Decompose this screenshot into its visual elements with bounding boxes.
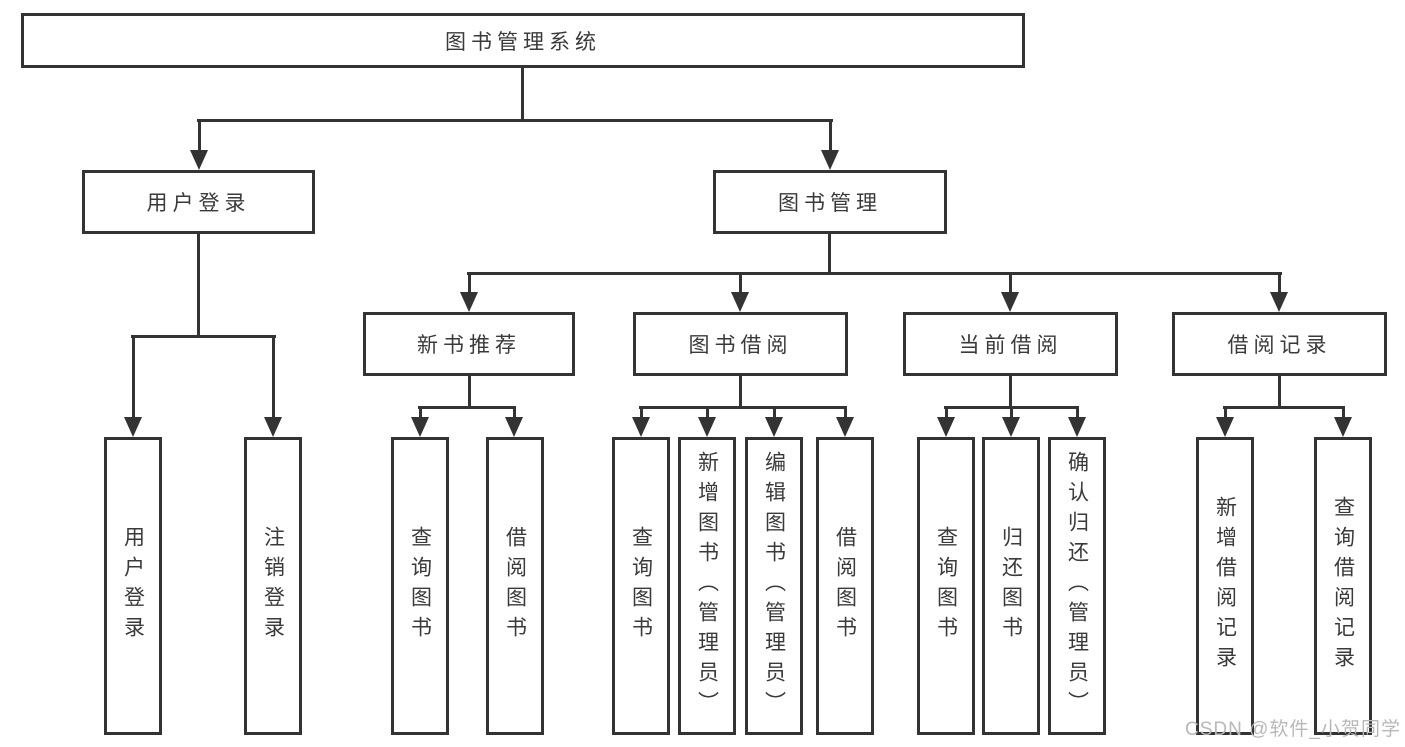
connector-rail-book-borrow — [639, 406, 847, 409]
arrowhead-down-icon — [836, 417, 854, 437]
arrowhead-down-icon — [460, 292, 478, 312]
leaf-query-books-3: 查询图书 — [917, 437, 975, 735]
leaf-logout-label: 注销登录 — [261, 526, 285, 646]
leaf-add-book-admin: 新增图书（管理员） — [678, 437, 736, 735]
connector-arrow-line — [640, 406, 643, 417]
connector-stub-book-management — [828, 234, 831, 275]
connector-arrow-line — [1010, 406, 1013, 417]
connector-arrow-line — [1342, 406, 1345, 417]
node-current-borrow-label: 当前借阅 — [958, 334, 1063, 357]
arrowhead-down-icon — [124, 417, 142, 437]
connector-arrow-line — [1278, 272, 1281, 292]
arrowhead-down-icon — [937, 417, 955, 437]
arrowhead-down-icon — [190, 150, 208, 170]
arrowhead-down-icon — [1001, 292, 1019, 312]
arrowhead-down-icon — [765, 417, 783, 437]
leaf-query-borrow-record-label: 查询借阅记录 — [1331, 496, 1355, 676]
node-borrow-records: 借阅记录 — [1172, 312, 1387, 376]
leaf-query-books-3-label: 查询图书 — [934, 526, 958, 646]
connector-stub-borrow-records — [1278, 376, 1281, 409]
leaf-borrow-books-1: 借阅图书 — [486, 437, 544, 735]
connector-arrow-line — [1009, 272, 1012, 292]
node-borrow-records-label: 借阅记录 — [1227, 334, 1332, 357]
connector-rail-book-management — [467, 272, 1282, 275]
connector-arrow-line — [468, 272, 471, 292]
connector-arrow-line — [706, 406, 709, 417]
connector-rail-user-login — [131, 335, 276, 338]
leaf-query-books-2: 查询图书 — [612, 437, 670, 735]
leaf-user-login-label: 用户登录 — [121, 526, 145, 646]
connector-stub-new-book-recommend — [468, 376, 471, 409]
connector-rail-root — [197, 119, 833, 122]
connector-stub-root — [521, 68, 524, 122]
leaf-query-books-1-label: 查询图书 — [408, 526, 432, 646]
leaf-query-borrow-record: 查询借阅记录 — [1314, 437, 1372, 735]
connector-arrow-line — [1224, 406, 1227, 417]
node-library-system: 图书管理系统 — [21, 13, 1025, 68]
leaf-add-borrow-record: 新增借阅记录 — [1196, 437, 1254, 735]
connector-arrow-line — [844, 406, 847, 417]
arrowhead-down-icon — [1002, 417, 1020, 437]
leaf-edit-book-admin: 编辑图书（管理员） — [745, 437, 803, 735]
arrowhead-down-icon — [505, 417, 523, 437]
arrowhead-down-icon — [1270, 292, 1288, 312]
connector-arrow-line — [513, 406, 516, 417]
arrowhead-down-icon — [821, 150, 839, 170]
node-book-management-label: 图书管理 — [778, 192, 882, 215]
leaf-add-borrow-record-label: 新增借阅记录 — [1213, 496, 1237, 676]
leaf-add-book-admin-label: 新增图书（管理员） — [695, 451, 719, 721]
node-new-book-recommend: 新书推荐 — [363, 312, 575, 376]
arrowhead-down-icon — [1068, 417, 1086, 437]
csdn-watermark: CSDN @软件_小贺同学 — [1185, 719, 1401, 740]
leaf-logout: 注销登录 — [244, 437, 302, 735]
arrowhead-down-icon — [698, 417, 716, 437]
connector-rail-new-book-recommend — [418, 406, 516, 409]
leaf-query-books-1: 查询图书 — [391, 437, 449, 735]
leaf-borrow-books-2: 借阅图书 — [816, 437, 874, 735]
connector-arrow-line — [132, 335, 135, 417]
node-book-borrow: 图书借阅 — [633, 312, 848, 376]
connector-arrow-line — [198, 119, 201, 150]
arrowhead-down-icon — [411, 417, 429, 437]
arrowhead-down-icon — [632, 417, 650, 437]
arrowhead-down-icon — [731, 292, 749, 312]
arrowhead-down-icon — [264, 417, 282, 437]
node-library-system-label: 图书管理系统 — [445, 30, 601, 54]
connector-arrow-line — [419, 406, 422, 417]
node-user-login: 用户登录 — [82, 170, 315, 234]
leaf-return-book-label: 归还图书 — [999, 526, 1023, 646]
leaf-confirm-return-admin: 确认归还（管理员） — [1048, 437, 1106, 735]
leaf-return-book: 归还图书 — [982, 437, 1040, 735]
leaf-borrow-books-2-label: 借阅图书 — [833, 526, 857, 646]
node-new-book-recommend-label: 新书推荐 — [417, 334, 521, 357]
node-current-borrow: 当前借阅 — [903, 312, 1118, 376]
connector-stub-book-borrow — [739, 376, 742, 409]
node-book-management: 图书管理 — [713, 170, 947, 234]
node-book-borrow-label: 图书借阅 — [688, 334, 793, 357]
connector-rail-borrow-records — [1223, 406, 1345, 409]
arrowhead-down-icon — [1334, 417, 1352, 437]
leaf-borrow-books-1-label: 借阅图书 — [503, 526, 527, 646]
node-user-login-label: 用户登录 — [146, 192, 251, 215]
connector-arrow-line — [773, 406, 776, 417]
arrowhead-down-icon — [1216, 417, 1234, 437]
connector-arrow-line — [1076, 406, 1079, 417]
leaf-query-books-2-label: 查询图书 — [629, 526, 653, 646]
leaf-edit-book-admin-label: 编辑图书（管理员） — [762, 451, 786, 721]
leaf-confirm-return-admin-label: 确认归还（管理员） — [1065, 451, 1089, 721]
connector-arrow-line — [945, 406, 948, 417]
connector-stub-user-login — [197, 233, 200, 338]
connector-stub-current-borrow — [1009, 376, 1012, 409]
leaf-user-login: 用户登录 — [104, 437, 162, 735]
connector-arrow-line — [739, 272, 742, 292]
connector-arrow-line — [272, 335, 275, 417]
connector-arrow-line — [829, 119, 832, 150]
